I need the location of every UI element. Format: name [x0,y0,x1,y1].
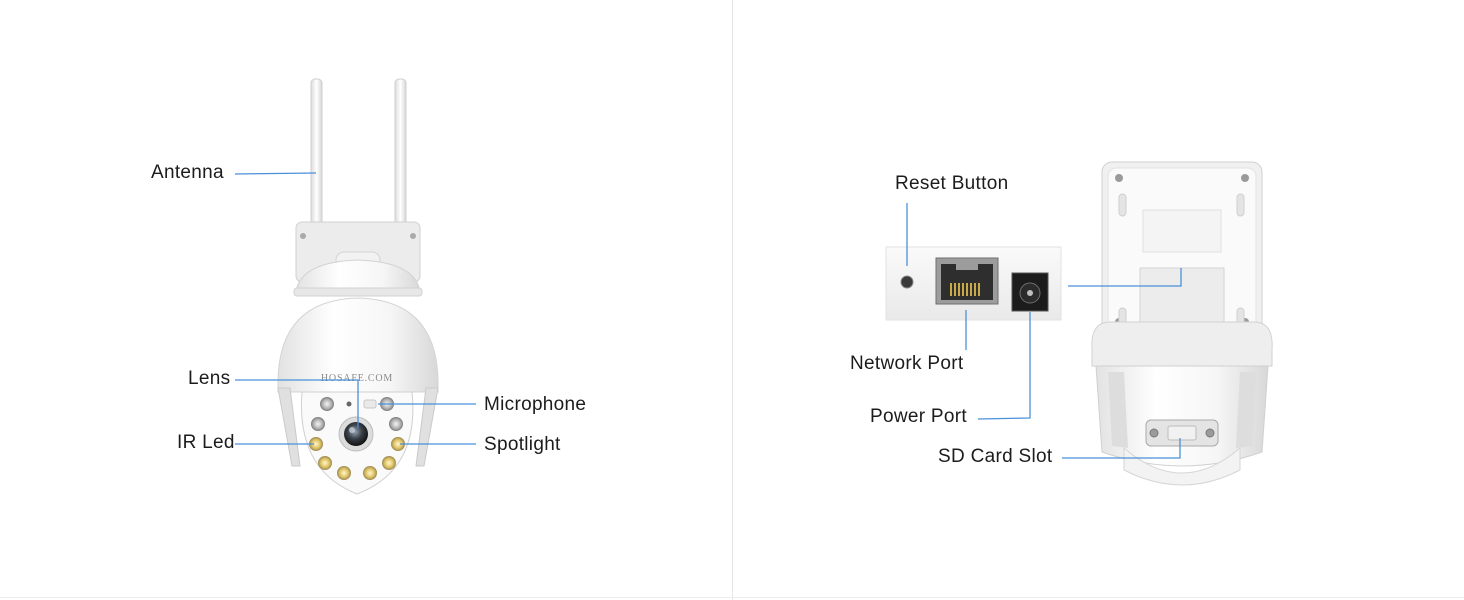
label-spotlight: Spotlight [484,434,561,455]
front-camera: HOSAFE.COM [277,78,439,495]
spot-led [391,437,405,451]
light-sensor [363,399,377,409]
spot-led [363,466,377,480]
brand-logo-text: HOSAFE.COM [321,373,393,384]
label-lens: Lens [188,368,231,389]
bottom-divider [0,597,1464,598]
lens [344,422,368,446]
label-ir-led: IR Led [177,432,235,453]
camera-body [277,297,439,393]
reset-button-hole [900,275,914,289]
port-panel [885,246,1062,321]
spot-led [318,456,332,470]
label-antenna: Antenna [151,162,224,183]
microphone-hole [346,401,352,407]
front-callout-lines [234,172,476,445]
back-camera-body [1095,365,1269,467]
spot-led [309,437,323,451]
back-callout-lines [906,203,1182,459]
dome-top [295,259,421,293]
label-reset-button: Reset Button [895,173,1009,194]
label-microphone: Microphone [484,394,587,415]
ir-led [320,397,334,411]
ir-led [311,417,325,431]
panel-divider [732,0,733,600]
back-camera [1091,161,1273,486]
label-power-port: Power Port [870,406,967,427]
spot-led [382,456,396,470]
ir-led [389,417,403,431]
spot-led [337,466,351,480]
label-sd-card-slot: SD Card Slot [938,446,1053,467]
label-network-port: Network Port [850,353,964,374]
